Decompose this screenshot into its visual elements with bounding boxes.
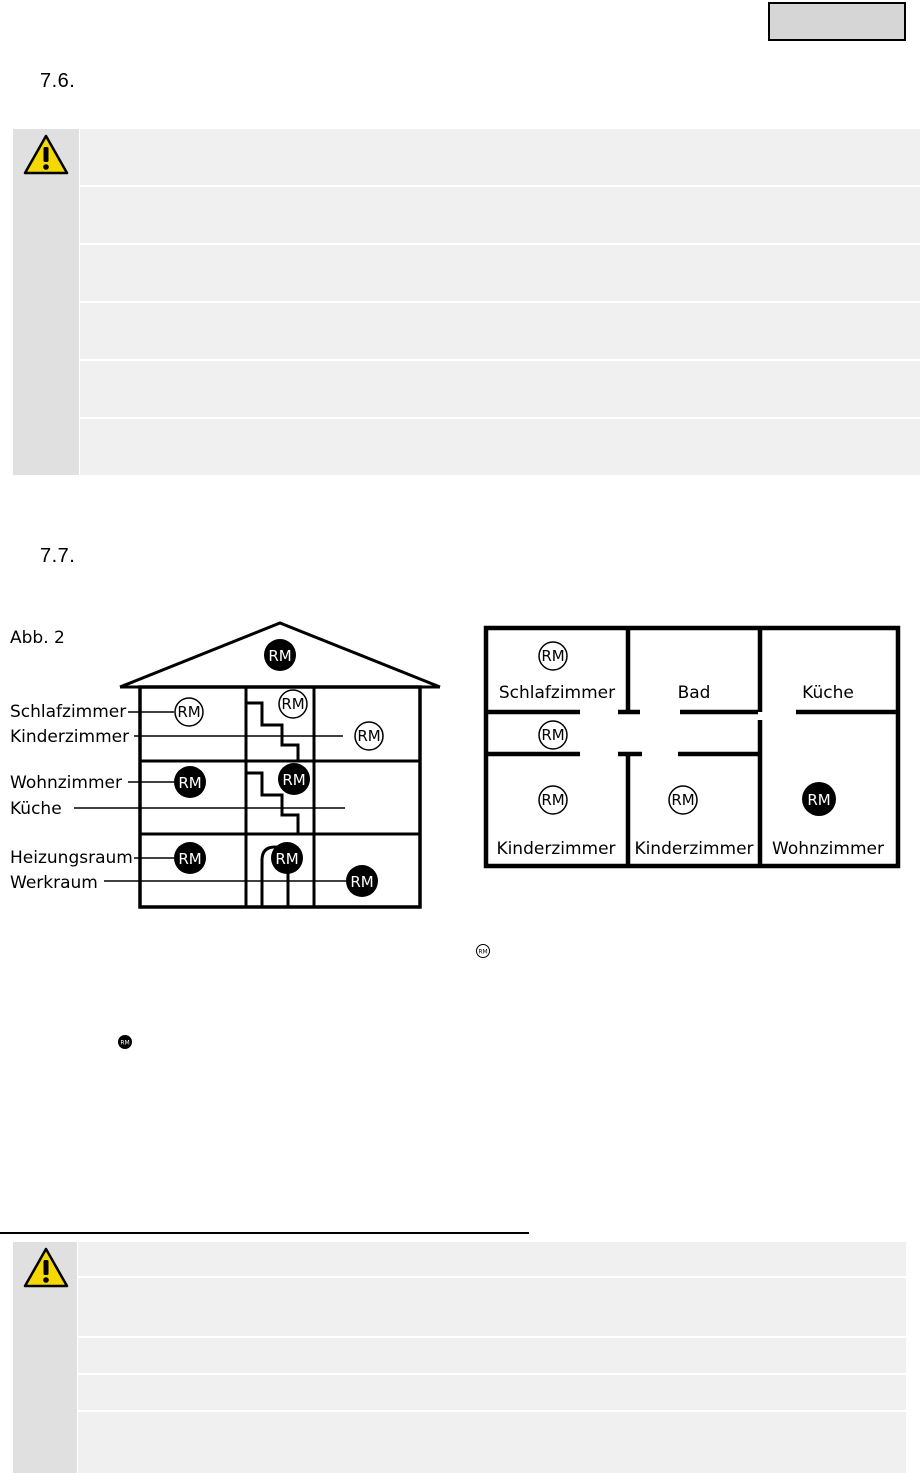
smoke-detector-black-icon: RM xyxy=(278,763,310,795)
rm-label: RM xyxy=(350,873,373,891)
svg-text:RM: RM xyxy=(478,949,487,956)
room-label-kinderzimmer: Kinderzimmer xyxy=(634,839,753,859)
label-wohnzimmer: Wohnzimmer xyxy=(10,773,122,793)
label-heizungsraum: Heizungsraum xyxy=(10,848,133,868)
smoke-detector-white-icon: RM xyxy=(538,785,568,815)
warning-row xyxy=(80,361,920,417)
rm-label: RM xyxy=(268,647,291,665)
smoke-detector-white-icon: RM xyxy=(538,641,568,671)
label-schlafzimmer: Schlafzimmer xyxy=(10,702,126,722)
room-label-kueche: Küche xyxy=(802,683,854,703)
warning-row xyxy=(78,1242,906,1276)
rm-label: RM xyxy=(177,703,200,721)
label-werkraum: Werkraum xyxy=(10,873,98,893)
smoke-detector-black-icon: RM xyxy=(802,782,836,816)
svg-text:RM: RM xyxy=(120,1040,129,1047)
smoke-detector-white-icon: RM xyxy=(476,944,490,958)
horizontal-rule xyxy=(0,1232,529,1234)
rm-label: RM xyxy=(541,726,564,744)
warning-triangle-icon xyxy=(23,1247,69,1288)
smoke-detector-black-icon: RM xyxy=(118,1035,132,1049)
section-number-7-7: 7.7. xyxy=(40,545,76,567)
rm-label: RM xyxy=(275,850,298,868)
rm-label: RM xyxy=(541,791,564,809)
room-label-wohnzimmer: Wohnzimmer xyxy=(772,839,884,859)
rm-label: RM xyxy=(282,771,305,789)
smoke-detector-black-icon: RM xyxy=(174,766,206,798)
warning-row xyxy=(78,1375,906,1410)
warning-row xyxy=(78,1412,906,1473)
warning-row xyxy=(80,303,920,359)
warning-table-2 xyxy=(13,1242,906,1473)
warning-row xyxy=(78,1278,906,1336)
room-label-bad: Bad xyxy=(678,683,711,703)
language-box xyxy=(768,2,906,41)
smoke-detector-white-icon: RM xyxy=(354,721,384,751)
warning-row xyxy=(78,1338,906,1373)
smoke-detector-white-icon: RM xyxy=(538,720,568,750)
room-label-kinderzimmer: Kinderzimmer xyxy=(496,839,615,859)
smoke-detector-black-icon: RM xyxy=(174,842,206,874)
room-label-schlafzimmer: Schlafzimmer xyxy=(499,683,615,703)
warning-icon-column xyxy=(13,129,79,475)
rm-label: RM xyxy=(178,850,201,868)
warning-row xyxy=(80,419,920,475)
house-figure: Abb. 2 Schlafzimmer Kinderzimmer Wohnzim… xyxy=(10,621,441,909)
rm-label: RM xyxy=(178,774,201,792)
figure-caption: Abb. 2 xyxy=(10,628,65,648)
smoke-detector-black-icon: RM xyxy=(346,865,378,897)
rm-label: RM xyxy=(281,695,304,713)
rm-label: RM xyxy=(671,791,694,809)
rm-label: RM xyxy=(807,791,830,809)
label-kinderzimmer: Kinderzimmer xyxy=(10,727,129,747)
warning-row xyxy=(80,187,920,243)
rm-label: RM xyxy=(357,727,380,745)
rm-label: RM xyxy=(541,647,564,665)
smoke-detector-white-icon: RM xyxy=(668,785,698,815)
smoke-detector-white-icon: RM xyxy=(278,689,308,719)
floorplan-figure: Schlafzimmer Bad Küche Kinderzimmer Kind… xyxy=(483,625,901,869)
smoke-detector-black-icon: RM xyxy=(264,639,296,671)
smoke-detector-black-icon: RM xyxy=(271,842,303,874)
section-number-7-6: 7.6. xyxy=(40,70,76,92)
warning-table-1 xyxy=(13,129,920,475)
smoke-detector-white-icon: RM xyxy=(174,697,204,727)
warning-row xyxy=(80,129,920,185)
warning-triangle-icon xyxy=(23,134,69,175)
warning-row xyxy=(80,245,920,301)
label-kueche: Küche xyxy=(10,799,62,819)
